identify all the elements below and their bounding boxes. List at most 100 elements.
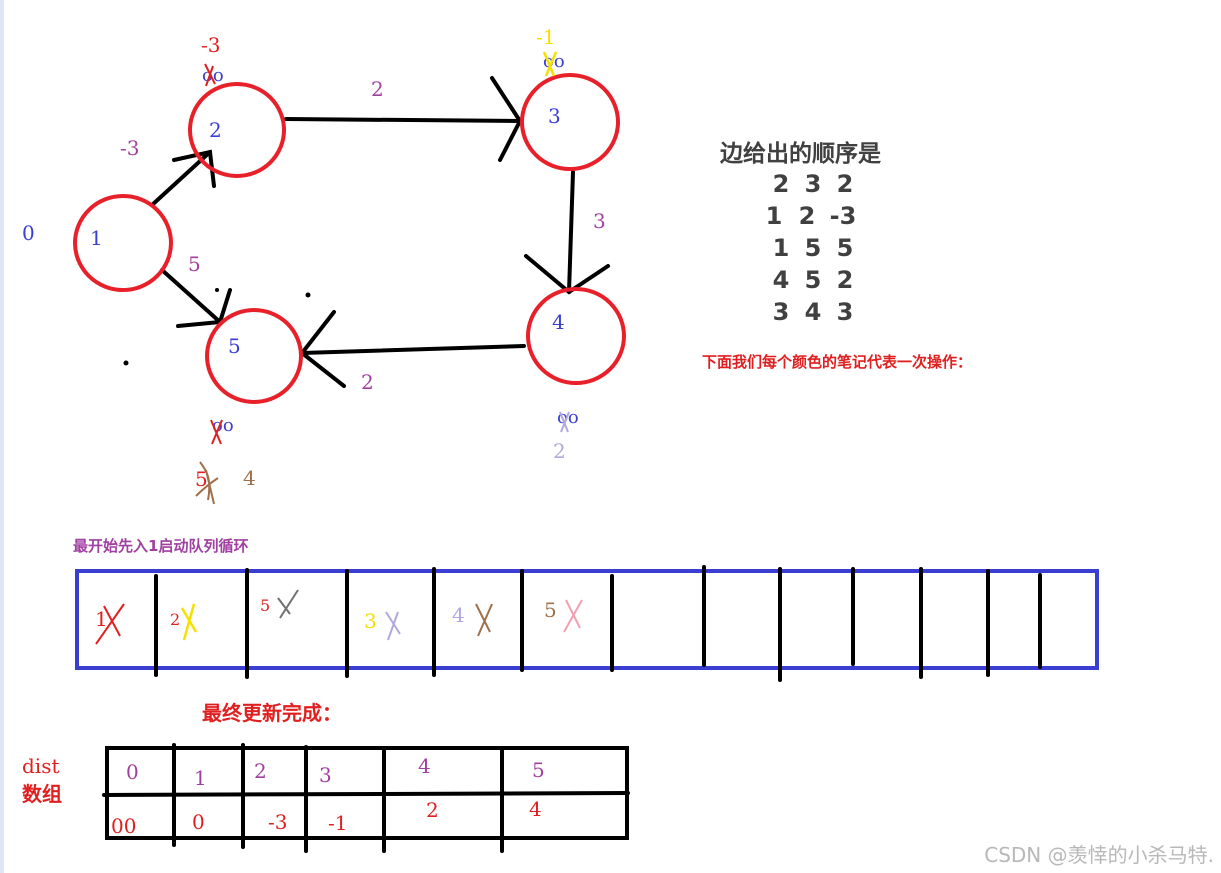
dist-table (102, 743, 630, 853)
queue-cell-4-label: 3 (364, 609, 377, 633)
watermark: CSDN @羡悻的小杀马特. (984, 843, 1214, 867)
edge-row-1-weight: 2 (837, 170, 854, 198)
queue-cell-1-strike (95, 603, 125, 645)
annotation-node-3: -1 oo (536, 25, 565, 77)
queue-cell-4-strike (385, 611, 401, 641)
queue-box (75, 565, 1099, 682)
queue-cell-5-strike (475, 603, 493, 637)
edge-2-3 (284, 76, 523, 162)
edge-row-5-weight: 3 (837, 298, 854, 326)
annotation-node-4: oo 2 (553, 407, 579, 463)
dist-index-3: 3 (319, 763, 332, 787)
weight-1-5: 5 (188, 252, 201, 276)
edge-row-3-to: 5 (805, 234, 822, 262)
node2-strike-mark (204, 63, 216, 87)
edge-4-5 (299, 310, 526, 388)
edge-row-2-weight: -3 (830, 202, 857, 230)
edge-weights: -3 5 2 3 2 (120, 77, 606, 394)
queue-cell-1-label: 1 (95, 607, 108, 631)
node-circle-3 (520, 73, 620, 171)
node-label-5: 5 (228, 334, 241, 358)
node-labels: 1 2 3 4 5 (90, 104, 565, 358)
dist-value-4: 2 (426, 798, 439, 822)
dist-index-1: 1 (194, 766, 207, 790)
edge-row-1-from: 2 (773, 170, 790, 198)
queue-cell-4: 3 (364, 609, 401, 641)
queue-cell-6-label: 5 (544, 598, 557, 622)
node5-value-a: 5 (195, 467, 208, 491)
node-label-2: 2 (209, 118, 222, 142)
node4-new-dist: 2 (553, 439, 566, 463)
edge-3-4 (524, 170, 610, 295)
queue-cell-2-strike (180, 603, 198, 641)
dist-index-5: 5 (532, 758, 545, 782)
color-note: 下面我们每个颜色的笔记代表一次操作： (702, 353, 972, 371)
dist-table-values: 00 0 -3 -1 2 4 (111, 797, 542, 838)
node5-old-dist: oo (212, 415, 234, 436)
nodes (73, 73, 626, 404)
weight-4-5: 2 (361, 370, 374, 394)
node-circle-2 (188, 82, 286, 178)
edge-list-title: 边给出的顺序是 (720, 140, 881, 167)
node5-scribble-mark (195, 461, 219, 505)
edge-row-5-to: 4 (805, 298, 822, 326)
edge-row-3-from: 1 (773, 234, 790, 262)
dist-index-2: 2 (254, 759, 267, 783)
dist-row-label: dist (22, 754, 60, 778)
node2-new-dist: -3 (201, 33, 220, 57)
edge-1-2 (150, 149, 216, 207)
node3-new-dist: -1 (536, 25, 555, 49)
edge-row-4-to: 5 (805, 266, 822, 294)
dist-value-1: 0 (192, 810, 205, 834)
stray-dots (123, 288, 311, 366)
node4-strike-mark (559, 411, 570, 433)
queue-caption: 最开始先入1启动队列循环 (73, 537, 248, 555)
source-dist: 0 (22, 221, 35, 245)
edge-1-5 (160, 268, 232, 328)
edge-row-2-from: 1 (766, 202, 783, 230)
queue-cells: 1 2 5 3 4 5 (95, 589, 583, 645)
node-circle-4 (526, 287, 626, 385)
weight-3-4: 3 (593, 209, 606, 233)
node-circle-1 (73, 194, 173, 292)
queue-cell-3-label: 5 (260, 596, 270, 615)
queue-cell-2: 2 (170, 603, 198, 641)
edge-row-3-weight: 5 (837, 234, 854, 262)
edge-list: 边给出的顺序是 2 3 2 1 2 -3 1 5 5 4 5 2 3 4 3 (720, 140, 881, 326)
node-label-1: 1 (90, 226, 103, 250)
dist-value-2: -3 (268, 810, 287, 834)
node-label-4: 4 (552, 310, 565, 334)
dist-value-0: 00 (111, 814, 136, 838)
weight-2-3: 2 (371, 77, 384, 101)
annotation-node-5: oo 5 4 (195, 415, 256, 505)
node5-strike-mark (210, 419, 223, 445)
queue-cell-6: 5 (544, 598, 583, 633)
dist-value-5: 4 (529, 797, 542, 821)
queue-cell-5: 4 (452, 603, 493, 637)
edge-row-4-weight: 2 (837, 266, 854, 294)
queue-cell-6-strike (563, 599, 583, 633)
queue-cell-1: 1 (95, 603, 125, 645)
node-circle-5 (205, 308, 303, 404)
edge-row-5-from: 3 (773, 298, 790, 326)
queue-cell-3-strike (277, 589, 299, 619)
array-row-label: 数组 (22, 782, 62, 806)
edge-list-rows: 2 3 2 1 2 -3 1 5 5 4 5 2 3 4 3 (766, 170, 857, 326)
node3-old-dist: oo (543, 51, 565, 72)
dist-index-4: 4 (418, 754, 431, 778)
dist-value-3: -1 (328, 811, 347, 835)
node-label-3: 3 (548, 104, 561, 128)
left-margin-bar (0, 0, 4, 873)
final-caption: 最终更新完成： (202, 701, 342, 725)
node3-strike-mark (542, 51, 558, 77)
edge-row-1-to: 3 (805, 170, 822, 198)
queue-cell-5-label: 4 (452, 603, 465, 627)
edge-row-4-from: 4 (773, 266, 790, 294)
queue-cell-2-label: 2 (170, 610, 180, 629)
edge-row-2-to: 2 (799, 202, 816, 230)
dist-table-indices: 0 1 2 3 4 5 (126, 754, 545, 790)
annotation-node-2: -3 oo (201, 33, 224, 87)
queue-cell-3: 5 (260, 589, 299, 619)
dist-index-0: 0 (126, 760, 139, 784)
